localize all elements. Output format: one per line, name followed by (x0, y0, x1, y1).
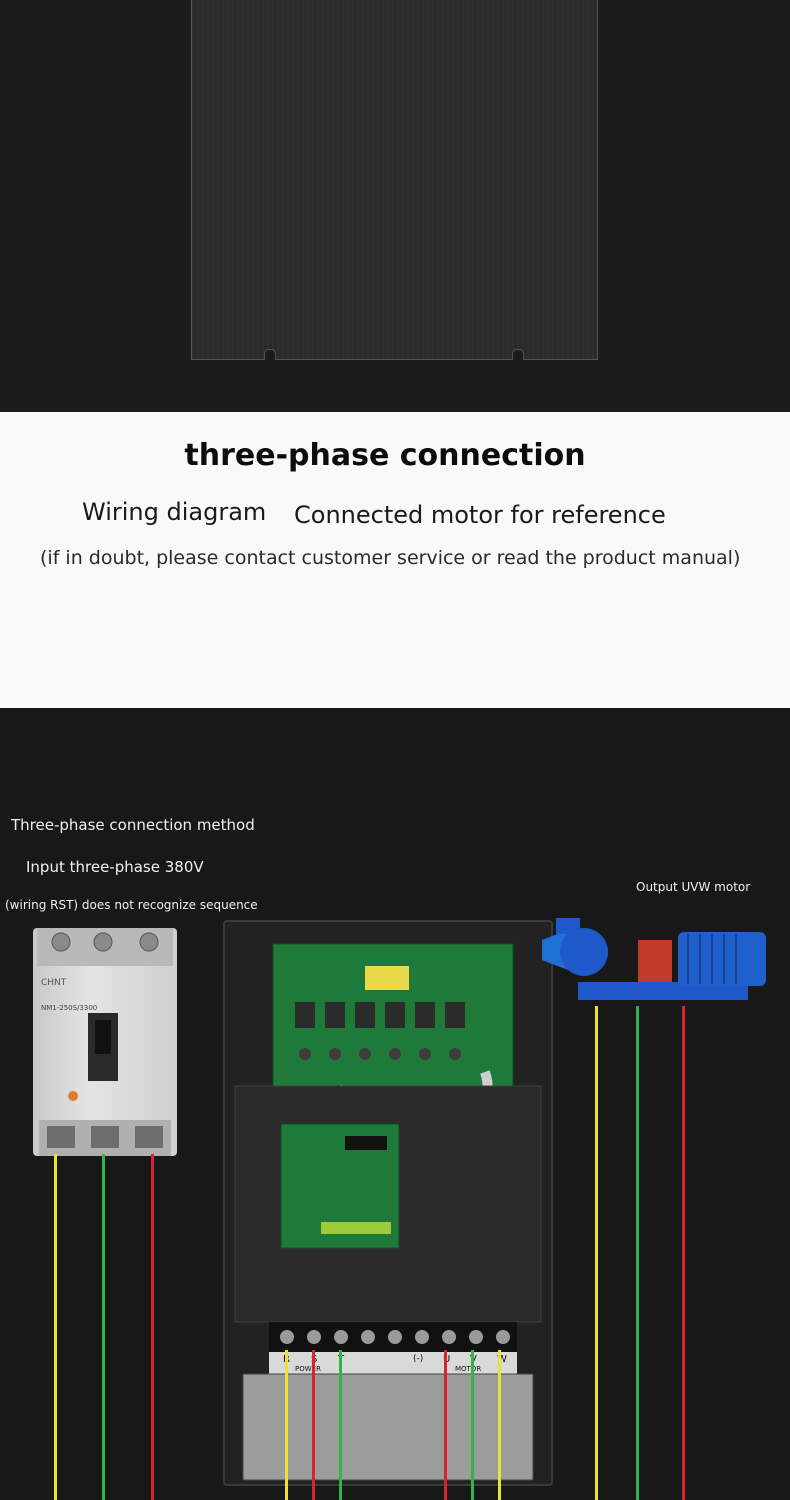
subtitle-motor-reference: Connected motor for reference (294, 501, 666, 529)
breaker-model: NM1-250S/3300 (41, 1004, 98, 1012)
wire-r-yellow (285, 1350, 288, 1500)
wire-input-green (102, 1154, 105, 1500)
sequence-note: (wiring RST) does not recognize sequence (5, 898, 258, 912)
wire-output-red (682, 1006, 685, 1500)
breaker-brand: CHNT (41, 978, 67, 988)
vfd-bottom-panel (191, 0, 598, 360)
motor-caption: MOTOR (455, 1365, 482, 1373)
wire-v-green (471, 1350, 474, 1500)
subtitle-wiring-diagram: Wiring diagram (82, 498, 267, 526)
power-caption: POWER (295, 1365, 321, 1373)
title-band: three-phase connection Wiring diagram Co… (0, 412, 790, 708)
wire-w-yellow (498, 1350, 501, 1500)
wire-s-red (312, 1350, 315, 1500)
output-label: Output UVW motor (636, 880, 751, 894)
terminal-w: W (497, 1354, 507, 1365)
terminal-dc: (-) (413, 1354, 424, 1364)
motor-pump-illustration (542, 918, 766, 1000)
mount-notch-left (264, 349, 276, 360)
wire-output-green (636, 1006, 639, 1500)
circuit-breaker: CHNT NM1-250S/3300 (33, 928, 177, 1156)
vfd-internals-illustration (234, 943, 542, 1481)
input-label: Input three-phase 380V (26, 858, 204, 876)
breaker-illustration (37, 928, 173, 1156)
wire-u-red (444, 1350, 447, 1500)
section-title: three-phase connection (184, 438, 586, 473)
vfd-open-unit: R S T POWER (-) U V W MOTOR (223, 920, 553, 1486)
method-label: Three-phase connection method (11, 816, 255, 834)
motor-pump (538, 910, 778, 1010)
contact-note: (if in doubt, please contact customer se… (40, 547, 741, 569)
wire-input-yellow (54, 1154, 57, 1500)
mount-notch-right (512, 349, 524, 360)
wire-input-red (151, 1154, 154, 1500)
wire-t-green (339, 1350, 342, 1500)
top-product-photo (0, 0, 790, 412)
wire-output-yellow (595, 1006, 598, 1500)
